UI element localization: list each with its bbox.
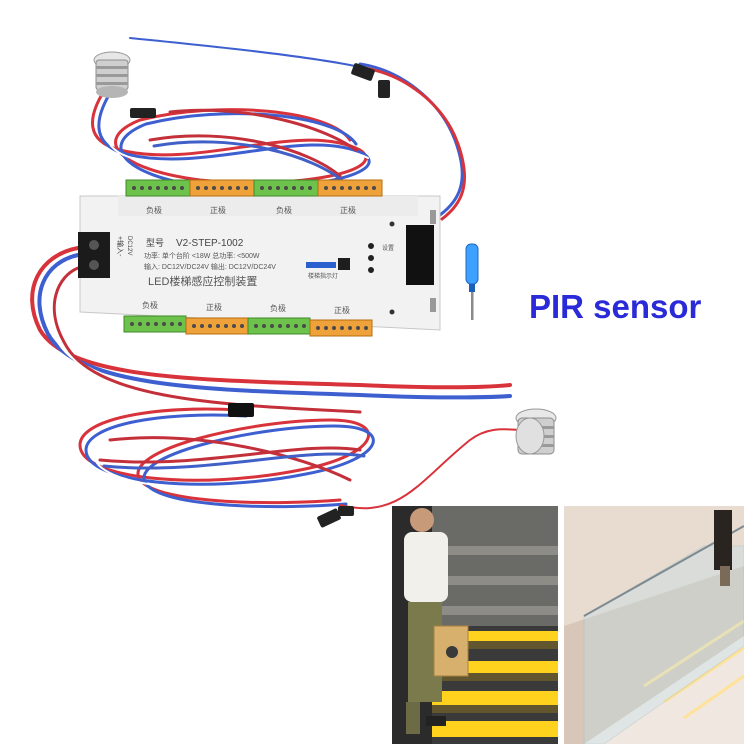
connectors	[130, 63, 390, 528]
photo-person-on-stairs	[392, 506, 558, 744]
bottom-label-2: 正极	[206, 302, 222, 312]
terminal-blocks-bottom	[123, 315, 373, 337]
board-labels: 负极 正极 负极 正极 负极 正极 负极 正极 型号 V2-STEP-1002 …	[116, 205, 394, 315]
terminal-blocks-top	[125, 179, 383, 197]
pir-sensor-bottom	[515, 408, 557, 455]
input-label: +输入-	[116, 236, 125, 257]
bottom-label-3: 负极	[270, 303, 286, 313]
input-sub-label: DC12V	[126, 236, 132, 255]
power-line: 功率: 单个台阶 <18W 总功率: <500W	[144, 251, 260, 260]
pir-sensor-caption: PIR sensor	[529, 288, 702, 325]
bottom-label-1: 负极	[142, 300, 158, 310]
model-label: 型号	[146, 238, 164, 248]
controller-board	[78, 195, 441, 331]
pir-sensor-top	[93, 51, 131, 98]
wire-bundle-left	[30, 246, 512, 414]
photo-modern-staircase	[564, 506, 744, 744]
bottom-label-4: 正极	[334, 305, 350, 315]
io-line: 输入: DC12V/DC24V 输出: DC12V/DC24V	[144, 262, 276, 271]
wire-bundle-bottom	[78, 407, 521, 510]
display-label: 楼梯指示灯	[308, 272, 338, 280]
wire-harness	[30, 37, 521, 510]
top-label-2: 正极	[210, 205, 226, 215]
model-number: V2-STEP-1002	[176, 238, 244, 249]
display-side-label: 设置	[382, 244, 394, 252]
screwdriver	[465, 243, 479, 320]
top-label-4: 正极	[340, 205, 356, 215]
controller-title: LED楼梯感应控制装置	[148, 274, 257, 288]
wire-bundle-top	[91, 80, 371, 190]
top-label-1: 负极	[146, 205, 162, 215]
top-label-3: 负极	[276, 205, 292, 215]
